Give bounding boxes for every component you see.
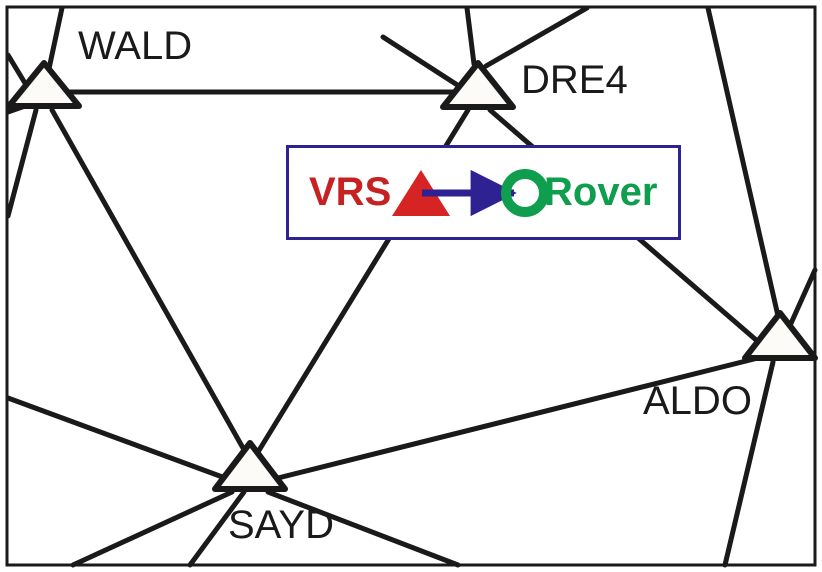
link-aldo-topedge xyxy=(705,5,781,319)
legend-box: VRS Rover xyxy=(286,145,681,240)
legend-vrs-label: VRS xyxy=(309,170,392,214)
link-wald-sayd xyxy=(49,107,246,451)
station-marker-wald xyxy=(6,60,82,109)
station-label-dre4: DRE4 xyxy=(521,58,628,102)
station-marker-aldo xyxy=(742,310,818,361)
link-aldo-sayd xyxy=(259,355,761,485)
link-sayd-bottomedge-a xyxy=(70,489,235,568)
link-sayd-bottomedge-c xyxy=(265,489,461,568)
link-sayd-leftedge xyxy=(5,395,239,485)
link-dre4-leftedge xyxy=(380,34,465,91)
link-wald-leftedge-c xyxy=(5,107,39,219)
station-label-aldo: ALDO xyxy=(643,379,752,423)
station-marker-dre4 xyxy=(440,60,516,110)
legend-graphic xyxy=(392,169,549,217)
rover-circle-icon xyxy=(501,169,549,217)
station-label-sayd: SAYD xyxy=(228,503,334,547)
legend-rover-label: Rover xyxy=(544,170,658,214)
link-dre4-topedge-b xyxy=(483,5,590,69)
link-aldo-upright xyxy=(785,267,818,333)
vrs-triangle-icon xyxy=(392,170,450,216)
station-label-wald: WALD xyxy=(78,24,193,68)
link-aldo-bottomedge xyxy=(722,359,776,568)
link-dre4-topedge-a xyxy=(464,5,477,67)
station-marker-sayd xyxy=(212,440,288,492)
frame-border xyxy=(5,5,817,567)
station-markers xyxy=(6,60,818,492)
link-sayd-bottomedge-b xyxy=(187,489,247,568)
